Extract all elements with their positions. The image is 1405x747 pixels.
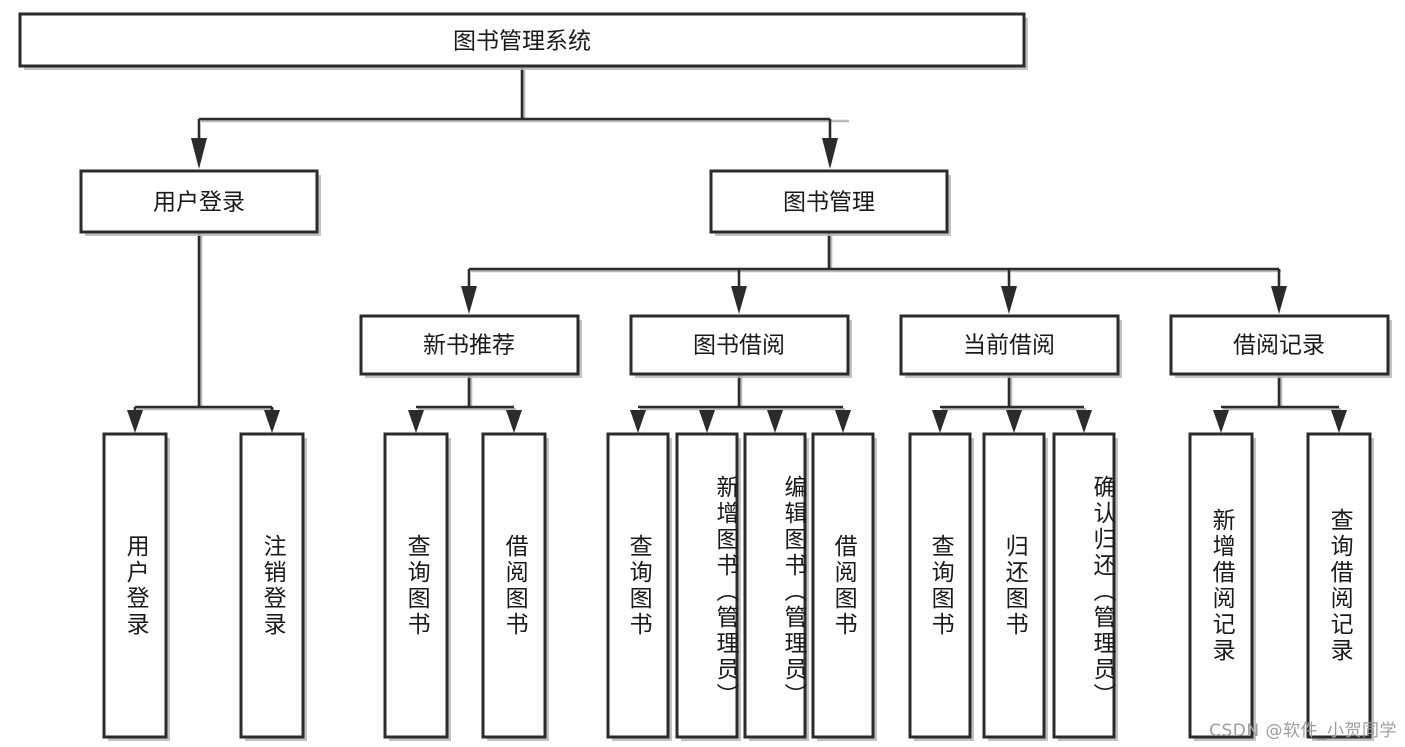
leaf-user-login-box[interactable] bbox=[102, 432, 168, 739]
node-book-management-label: 图书管理 bbox=[783, 190, 875, 216]
arrow-head-icon bbox=[630, 410, 646, 433]
node-new-book-recommend-label: 新书推荐 bbox=[423, 333, 515, 359]
arrow-head-icon bbox=[1271, 286, 1287, 314]
arrow-head-icon bbox=[1331, 410, 1347, 433]
leaf-confirm-return-box[interactable] bbox=[1052, 432, 1116, 739]
leaf-borrow-book-2-box[interactable] bbox=[811, 432, 875, 739]
node-user-login-label: 用户登录 bbox=[153, 190, 245, 216]
node-borrow-record-box[interactable] bbox=[1169, 314, 1390, 376]
connector-group-user-login bbox=[127, 232, 280, 433]
node-current-borrow-box[interactable] bbox=[899, 314, 1120, 376]
node-current-borrow[interactable]: 当前借阅 bbox=[899, 314, 1122, 378]
node-current-borrow-label: 当前借阅 bbox=[963, 333, 1055, 359]
arrow-head-icon bbox=[1076, 410, 1092, 433]
connector-group-book-management bbox=[461, 232, 1287, 314]
arrow-head-icon bbox=[767, 410, 783, 433]
arrow-head-icon bbox=[1001, 286, 1017, 314]
leaf-add-book-box[interactable] bbox=[675, 432, 739, 739]
leaf-query-book-1-box[interactable] bbox=[383, 432, 449, 739]
node-user-login-box[interactable] bbox=[79, 169, 319, 234]
arrow-head-icon bbox=[191, 138, 207, 169]
leaf-logout-login-box[interactable] bbox=[239, 432, 305, 739]
arrow-head-icon bbox=[822, 138, 838, 169]
arrow-head-icon bbox=[1213, 410, 1229, 433]
node-book-management-box[interactable] bbox=[709, 169, 949, 234]
leaf-query-record-box[interactable] bbox=[1306, 432, 1372, 739]
connector-group-new-book-recommend bbox=[408, 374, 522, 433]
arrow-head-icon bbox=[461, 286, 477, 314]
connector-group-root bbox=[191, 66, 849, 169]
node-book-management[interactable]: 图书管理 bbox=[709, 169, 951, 236]
node-book-borrow-box[interactable] bbox=[629, 314, 850, 376]
node-book-borrow-label: 图书借阅 bbox=[693, 333, 785, 359]
node-root-box[interactable] bbox=[18, 12, 1026, 68]
leaf-edit-book-box[interactable] bbox=[743, 432, 807, 739]
arrow-head-icon bbox=[835, 410, 851, 433]
node-borrow-record[interactable]: 借阅记录 bbox=[1169, 314, 1392, 378]
leaf-borrow-book-1-box[interactable] bbox=[481, 432, 547, 739]
arrow-head-icon bbox=[506, 410, 522, 433]
node-root[interactable]: 图书管理系统 bbox=[18, 12, 1028, 70]
watermark-text: CSDN @软件_小贺同学 bbox=[1209, 721, 1397, 741]
node-user-login[interactable]: 用户登录 bbox=[79, 169, 321, 236]
arrow-head-icon bbox=[1006, 410, 1022, 433]
arrow-head-icon bbox=[731, 286, 747, 314]
arrow-head-icon bbox=[408, 410, 424, 433]
connector-group-current-borrow bbox=[932, 374, 1092, 433]
node-book-borrow[interactable]: 图书借阅 bbox=[629, 314, 852, 378]
arrow-head-icon bbox=[699, 410, 715, 433]
node-root-label: 图书管理系统 bbox=[453, 29, 591, 55]
leaf-query-book-3-box[interactable] bbox=[908, 432, 972, 739]
arrow-head-icon bbox=[127, 410, 143, 433]
node-new-book-recommend-box[interactable] bbox=[359, 314, 580, 376]
connector-group-book-borrow bbox=[630, 374, 851, 433]
node-borrow-record-label: 借阅记录 bbox=[1233, 333, 1325, 359]
arrow-head-icon bbox=[264, 410, 280, 433]
leaf-query-book-2-box[interactable] bbox=[606, 432, 670, 739]
leaf-boxes bbox=[102, 432, 1374, 741]
node-new-book-recommend[interactable]: 新书推荐 bbox=[359, 314, 582, 378]
connector-group-borrow-record bbox=[1213, 374, 1347, 433]
leaf-return-book-box[interactable] bbox=[982, 432, 1046, 739]
arrow-head-icon bbox=[932, 410, 948, 433]
leaf-add-record-box[interactable] bbox=[1188, 432, 1254, 739]
